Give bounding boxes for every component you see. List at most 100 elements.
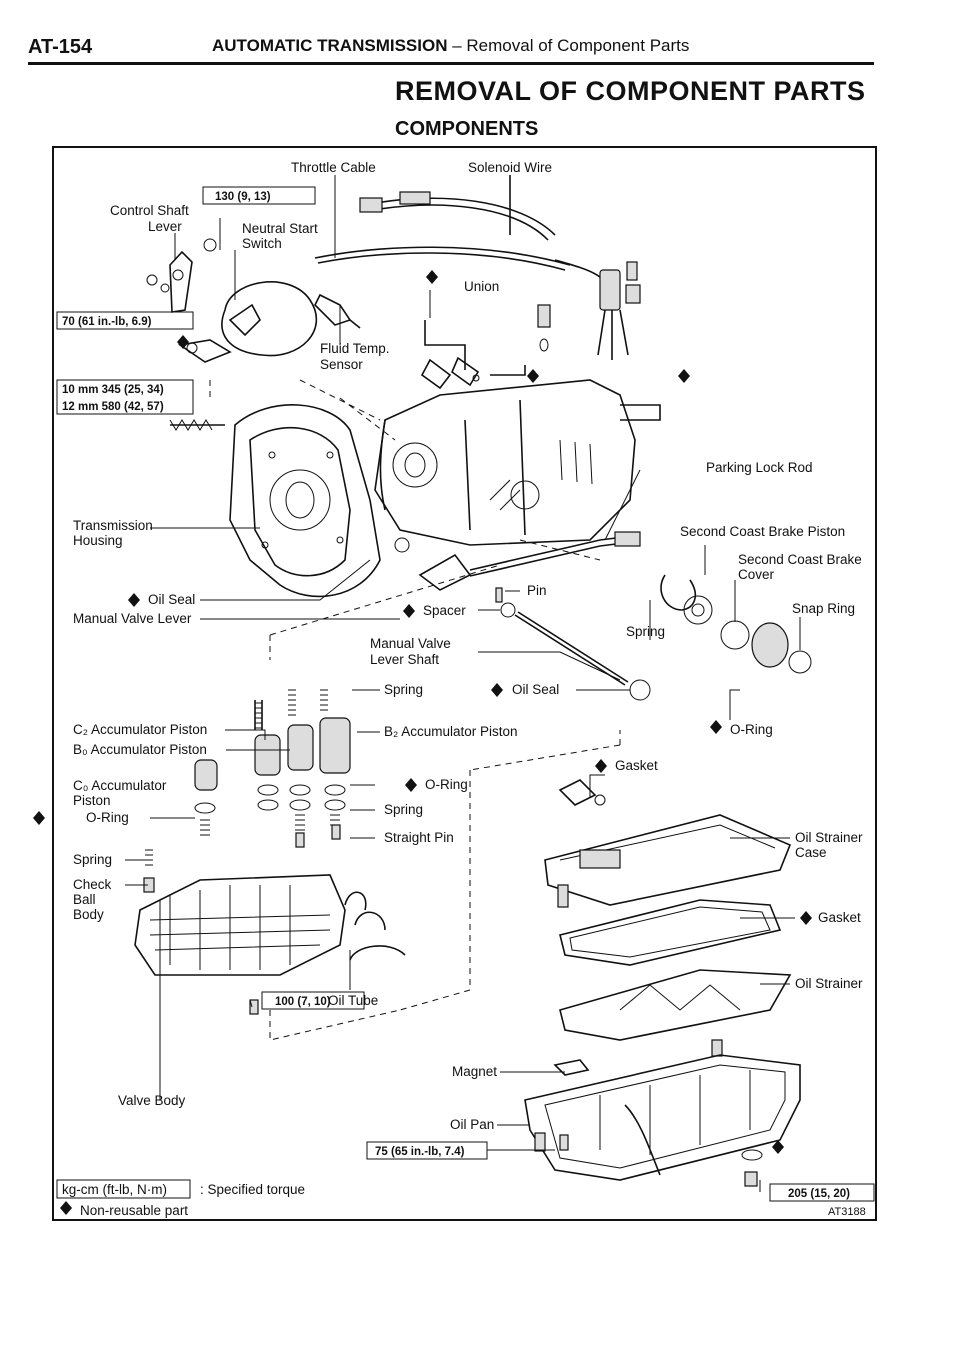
label-second-coast-brake-piston: Second Coast Brake Piston: [680, 524, 845, 539]
label-valve-body: Valve Body: [118, 1093, 186, 1108]
diamond-marker: [710, 720, 722, 734]
label-magnet: Magnet: [452, 1064, 497, 1079]
accumulator-pistons-drawing: [143, 689, 351, 893]
diamond-marker: [527, 369, 539, 383]
label-parking-lock-rod: Parking Lock Rod: [706, 460, 813, 475]
label-sensor: Sensor: [320, 357, 363, 372]
diamond-marker: [403, 604, 415, 618]
label-neutral-start: Neutral Start: [242, 221, 318, 236]
label-oil-tube: Oil Tube: [328, 993, 378, 1008]
torque-75: 75 (65 in.-lb, 7.4): [375, 1146, 465, 1158]
legend-torque-desc: : Specified torque: [200, 1182, 305, 1197]
oil-pan-drawing: [524, 1054, 801, 1187]
main-title: REMOVAL OF COMPONENT PARTS: [395, 76, 866, 106]
torque-box-130: [202, 186, 316, 205]
diagram-frame: [52, 146, 877, 1221]
page-number: AT-154: [28, 36, 93, 58]
sub-title: COMPONENTS: [395, 118, 539, 140]
label-snap-ring: Snap Ring: [792, 601, 855, 616]
torque-box-205: [769, 1183, 875, 1202]
label-gasket-1: Gasket: [615, 758, 658, 773]
label-oil-strainer-case-1: Oil Strainer: [795, 830, 863, 845]
leader-lines: [125, 175, 801, 1192]
throttle-cable-drawing: [314, 191, 571, 271]
legend-torque-units: kg-cm (ft-lb, N·m): [62, 1182, 167, 1197]
figure-code: AT3188: [828, 1206, 866, 1218]
diamond-marker: [128, 593, 140, 607]
label-oil-seal-1: Oil Seal: [148, 592, 195, 607]
subsection-name: – Removal of Component Parts: [452, 36, 690, 55]
label-switch: Switch: [242, 236, 282, 251]
label-spacer: Spacer: [423, 603, 466, 618]
label-pin: Pin: [527, 583, 547, 598]
torque-130: 130 (9, 13): [215, 191, 271, 203]
label-cover: Cover: [738, 567, 775, 582]
legend-torque-box: [56, 1179, 191, 1199]
legend-nonreusable: Non-reusable part: [80, 1203, 188, 1218]
diamond-marker: [33, 811, 45, 825]
label-oil-seal-2: Oil Seal: [512, 682, 559, 697]
label-spring-3: Spring: [384, 802, 423, 817]
torque-box-10-12mm: [56, 379, 194, 415]
label-ball: Ball: [73, 892, 96, 907]
diamond-marker: [595, 759, 607, 773]
label-body: Body: [73, 907, 104, 922]
label-straight-pin: Straight Pin: [384, 830, 454, 845]
bolts-drawing: [249, 999, 569, 1151]
torque-12mm: 12 mm 580 (42, 57): [62, 401, 164, 413]
label-b2-accumulator-piston: B₂ Accumulator Piston: [384, 724, 518, 739]
diamond-marker: [800, 911, 812, 925]
second-coast-brake-drawing: [660, 574, 812, 674]
label-c0-accumulator: C₀ Accumulator: [73, 778, 167, 793]
label-transmission: Transmission: [73, 518, 153, 533]
label-piston: Piston: [73, 793, 111, 808]
label-oil-strainer: Oil Strainer: [795, 976, 863, 991]
strainer-gasket-drawing: [559, 899, 792, 1057]
torque-205: 205 (15, 20): [788, 1188, 850, 1200]
label-check: Check: [73, 877, 112, 892]
diamond-marker: [177, 335, 189, 349]
diamond-marker: [678, 369, 690, 383]
label-c2-accumulator-piston: C₂ Accumulator Piston: [73, 722, 207, 737]
page-section-title: AUTOMATIC TRANSMISSION – Removal of Comp…: [212, 36, 689, 56]
nonreusable-markers: [33, 270, 812, 1215]
label-housing: Housing: [73, 533, 123, 548]
control-shaft-lever-drawing: [146, 250, 193, 313]
label-lever-shaft: Lever Shaft: [370, 652, 439, 667]
label-fluid-temp: Fluid Temp.: [320, 341, 390, 356]
solenoid-wire-drawing: [509, 175, 641, 360]
label-spring-2: Spring: [384, 682, 423, 697]
dashed-guides: [209, 379, 621, 1041]
diamond-marker: [405, 778, 417, 792]
torque-70: 70 (61 in.-lb, 6.9): [62, 316, 152, 328]
torque-boxes: [56, 186, 875, 1202]
label-gasket-2: Gasket: [818, 910, 861, 925]
torque-box-100: [261, 991, 365, 1010]
label-o-ring-2: O-Ring: [425, 777, 468, 792]
diamond-marker: [772, 1140, 784, 1154]
label-throttle-cable: Throttle Cable: [291, 160, 376, 175]
torque-100: 100 (7, 10): [275, 996, 331, 1008]
diamond-marker: [60, 1201, 72, 1215]
label-solenoid-wire: Solenoid Wire: [468, 160, 552, 175]
oil-strainer-case-drawing: [544, 779, 792, 908]
label-lever: Lever: [148, 219, 182, 234]
torque-10mm: 10 mm 345 (25, 34): [62, 384, 164, 396]
label-spring-4: Spring: [73, 852, 112, 867]
neutral-start-switch-drawing: [177, 238, 318, 363]
label-b0-accumulator-piston: B₀ Accumulator Piston: [73, 742, 207, 757]
diamond-marker: [491, 683, 503, 697]
fluid-temp-sensor-drawing: [314, 293, 551, 390]
label-o-ring-1: O-Ring: [730, 722, 773, 737]
transmission-case-drawing: [374, 379, 661, 546]
transmission-housing-drawing: [169, 404, 381, 598]
label-spring-1: Spring: [626, 624, 665, 639]
manual-valve-lever-drawing: [394, 531, 641, 591]
label-control-shaft: Control Shaft: [110, 203, 189, 218]
page-header: AT-154 AUTOMATIC TRANSMISSION – Removal …: [28, 28, 874, 65]
label-manual-valve-lever: Manual Valve Lever: [73, 611, 192, 626]
diamond-marker: [426, 270, 438, 284]
torque-box-75: [366, 1141, 488, 1160]
valve-body-drawing: [134, 874, 406, 976]
